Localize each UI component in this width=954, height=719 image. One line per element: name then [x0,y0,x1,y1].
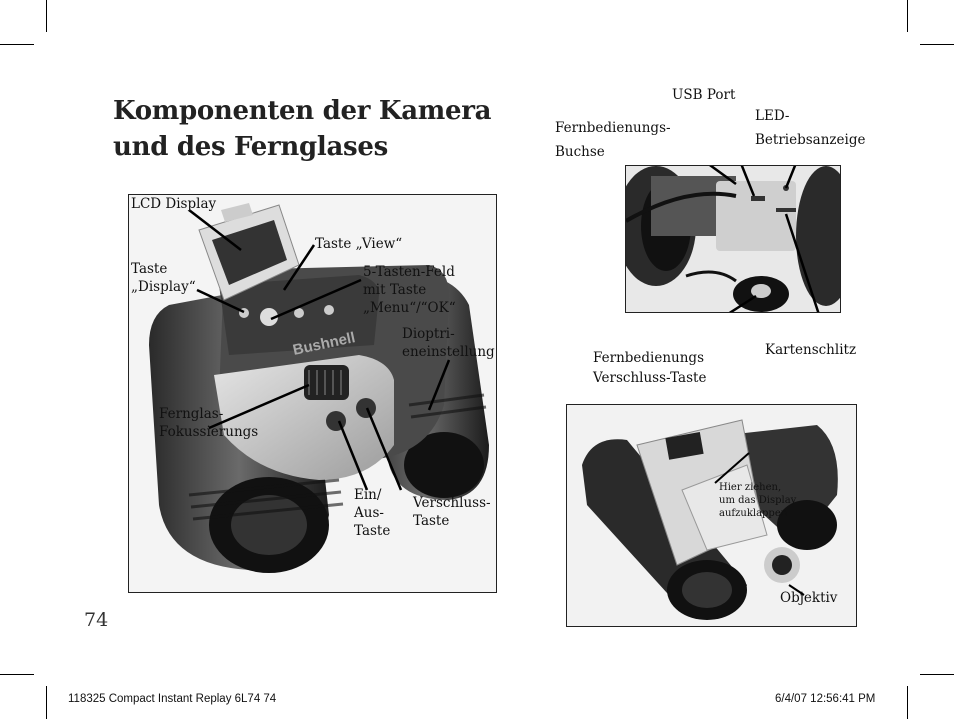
crop-mark-tr-h [920,44,954,45]
crop-mark-tr-v [907,0,908,32]
binocular-top-illustration [626,166,840,312]
label-taste-display: Taste „Display“ [131,261,196,295]
label-dioptri: Dioptri- eneinstellung [402,326,495,360]
heading-line-1: Komponenten der Kamera [113,96,492,126]
label-lens: Objektiv [780,590,838,606]
crop-mark-br-h [920,674,954,675]
page-number: 74 [84,609,109,631]
label-taste-view: Taste „View“ [315,236,403,252]
footer-right: 6/4/07 12:56:41 PM [775,693,876,705]
crop-mark-bl-h [0,674,34,675]
footer-left: 118325 Compact Instant Replay 6L74 74 [68,693,277,705]
crop-mark-br-v [907,686,908,719]
label-remote-shutter: Fernbedienungs Verschluss-Taste [593,350,707,386]
crop-mark-bl-v [46,686,47,719]
crop-mark-tl-h [0,44,34,45]
label-shutter-button: Verschluss- Taste [413,495,491,529]
label-card-slot: Kartenschlitz [765,342,857,358]
label-five-key-pad: 5-Tasten-Feld mit Taste „Menu“/“OK“ [363,264,456,316]
crop-mark-tl-v [46,0,47,32]
label-led: LED- Betriebsanzeige [755,108,866,148]
label-pull-display: Hier ziehen, um das Display aufzuklappen [719,482,797,519]
photo-bottom-view: Hier ziehen, um das Display aufzuklappen… [566,404,857,627]
photo-front-view: Bushnell LCD Display Taste „View“ Taste … [128,194,497,593]
heading-line-2: und des Fernglases [113,132,388,162]
label-focus: Fernglas- Fokussierungs [159,406,259,440]
photo-top-view [625,165,841,313]
label-remote-jack: Fernbedienungs- Buchse [555,120,671,160]
label-power-button: Ein/ Aus- Taste [354,487,391,539]
binocular-front-illustration: Bushnell [149,203,489,573]
label-usb-port: USB Port [672,87,736,103]
binocular-bottom-illustration [582,419,838,620]
page-heading: Komponenten der Kamera und des Fernglase… [113,93,491,165]
label-lcd-display: LCD Display [131,196,217,212]
